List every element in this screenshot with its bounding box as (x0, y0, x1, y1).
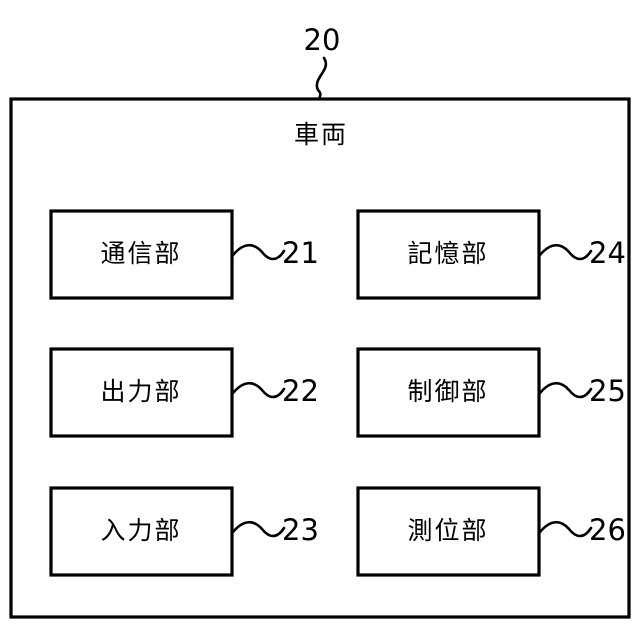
unit-box-output (49, 347, 234, 438)
reference-number-control: 25 (589, 374, 626, 408)
unit-label-output: 出力部 (100, 377, 181, 406)
unit-box-storage (356, 209, 541, 300)
leader-line-output (231, 381, 286, 399)
unit-label-positioning: 測位部 (407, 516, 488, 545)
unit-label-communication: 通信部 (100, 239, 181, 268)
frame-leader-line (315, 56, 328, 101)
reference-number-storage: 24 (589, 236, 626, 270)
unit-label-storage: 記憶部 (407, 239, 488, 268)
unit-box-input (49, 486, 234, 577)
unit-box-positioning (356, 486, 541, 577)
reference-number-output: 22 (282, 374, 319, 408)
reference-number-input: 23 (282, 513, 319, 547)
frame-reference-number: 20 (304, 23, 341, 57)
unit-label-input: 入力部 (100, 516, 181, 545)
leader-line-positioning (538, 520, 593, 538)
reference-number-communication: 21 (282, 236, 319, 270)
leader-line-storage (538, 243, 593, 261)
unit-box-control (356, 347, 541, 438)
vehicle-frame-title: 車両 (294, 120, 348, 149)
leader-line-communication (231, 243, 286, 261)
unit-box-communication (49, 209, 234, 300)
leader-line-input (231, 520, 286, 538)
reference-number-positioning: 26 (589, 513, 626, 547)
leader-line-control (538, 381, 593, 399)
unit-label-control: 制御部 (407, 377, 488, 406)
